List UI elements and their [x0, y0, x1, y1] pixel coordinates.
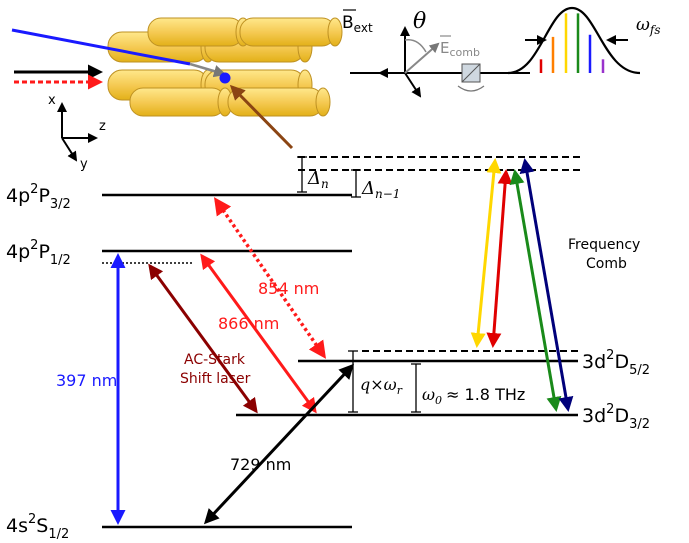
label-ac-stark-1: AC-Stark — [184, 352, 246, 368]
q-times: q×ω — [360, 375, 397, 394]
label-866: 866 nm — [218, 314, 279, 333]
e-comb-label: E — [440, 39, 449, 57]
label-729: 729 nm — [230, 455, 291, 474]
arrow-854 — [214, 197, 326, 359]
omega0: ω — [422, 385, 435, 404]
axis-y-label: y — [80, 157, 88, 172]
arrow-ac-stark — [148, 263, 258, 414]
arrow-729 — [203, 363, 355, 525]
omega0-sub: 0 — [435, 394, 442, 407]
label-ac-stark-2: Shift laser — [180, 371, 251, 387]
label-d32: 3d2D3/2 — [582, 402, 650, 432]
detuning-annotations: Δn Δn−1 q×ωr ω0 ≈ 1.8 THz — [297, 156, 525, 413]
svg-text:ωfs: ωfs — [636, 15, 660, 37]
coordinate-axes: x z y — [48, 93, 106, 172]
label-d52: 3d2D5/2 — [582, 348, 650, 378]
comb-arrow-navy — [519, 158, 574, 412]
level-labels: 4p2P3/2 4p2P1/2 4s2S1/2 3d2D5/2 3d2D3/2 — [6, 182, 650, 542]
delta-n1-sub: n−1 — [375, 187, 400, 201]
polarizer — [457, 63, 485, 92]
svg-text:Δn: Δn — [307, 168, 329, 191]
theta-label: θ — [413, 9, 426, 34]
electrode-rod — [227, 87, 331, 117]
delta-n: Δ — [307, 168, 321, 189]
electrode-rod — [147, 17, 251, 47]
electrode-rod — [129, 87, 233, 117]
blue-beam — [11, 28, 191, 66]
omega-fs-label: ω — [636, 15, 650, 35]
label-p12: 4p2P1/2 — [6, 238, 71, 268]
spectrum-envelope — [507, 6, 641, 75]
b-ext-label: B — [342, 13, 354, 33]
svg-text:Bext: Bext — [342, 13, 373, 35]
comb-arrow-green — [509, 169, 562, 412]
svg-text:ω0≈ 1.8 THz: ω0 ≈ 1.8 THz — [422, 385, 525, 407]
delta-n-sub: n — [321, 177, 329, 191]
label-s12: 4s2S1/2 — [6, 512, 69, 542]
axis-x-label: x — [48, 93, 56, 108]
transitions: 397 nm 866 nm 854 nm AC-Stark Shift lase… — [56, 197, 355, 525]
e-comb-sub: comb — [449, 46, 479, 59]
brown-beam — [229, 84, 294, 150]
comb-label-2: Comb — [586, 256, 627, 272]
svg-text:Ecomb: Ecomb — [440, 39, 480, 59]
b-ext-sub: ext — [354, 21, 373, 35]
label-397: 397 nm — [56, 371, 117, 390]
delta-n1: Δ — [361, 178, 375, 199]
omega-fs-sub: fs — [649, 23, 661, 37]
axis-z-label: z — [99, 119, 106, 134]
spectrum-lines — [539, 13, 605, 73]
trap-electrodes — [107, 17, 343, 117]
electrode-rod — [239, 17, 343, 47]
field-orientation: Bext θ Ecomb — [342, 9, 530, 98]
q-sub: r — [397, 384, 403, 397]
omega0-value: ≈ 1.8 THz — [446, 385, 525, 404]
comb-arrows: Frequency Comb — [470, 158, 640, 412]
comb-spectrum: ωfs — [507, 6, 660, 75]
ion-trap-illustration: x z y — [11, 17, 343, 172]
label-p32: 4p2P3/2 — [6, 182, 71, 212]
e-comb-arrow — [404, 42, 440, 74]
comb-arrow-red — [486, 169, 513, 348]
comb-label-1: Frequency — [568, 237, 640, 253]
label-854: 854 nm — [258, 279, 319, 298]
gray-beam — [189, 62, 227, 78]
svg-text:q×ωr: q×ωr — [360, 375, 403, 397]
energy-levels — [102, 156, 582, 529]
svg-text:Δn−1: Δn−1 — [361, 178, 400, 201]
ion — [219, 72, 231, 84]
comb-arrow-yellow — [470, 158, 502, 348]
